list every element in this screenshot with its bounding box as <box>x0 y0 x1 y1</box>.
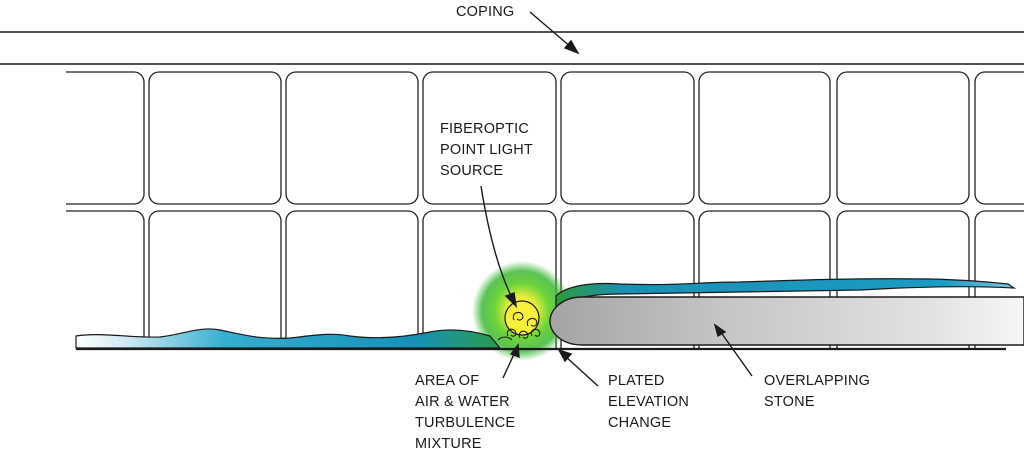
coping <box>0 31 1024 65</box>
stone-label: OVERLAPPING STONE <box>764 373 871 410</box>
light-source <box>497 300 541 341</box>
tile-wall <box>66 71 1024 348</box>
coping-label: COPING <box>456 4 515 20</box>
water-left <box>75 328 502 349</box>
leader-arrows <box>480 11 753 387</box>
water-top <box>555 278 1017 312</box>
turbulence-label: AREA OF AIR & WATER TURBULENCE MIXTURE <box>415 373 516 452</box>
elevation-label: PLATED ELEVATION CHANGE <box>608 373 690 431</box>
light-source-label: FIBEROPTIC POINT LIGHT SOURCE <box>440 121 533 179</box>
overlapping-stone <box>549 296 1024 346</box>
